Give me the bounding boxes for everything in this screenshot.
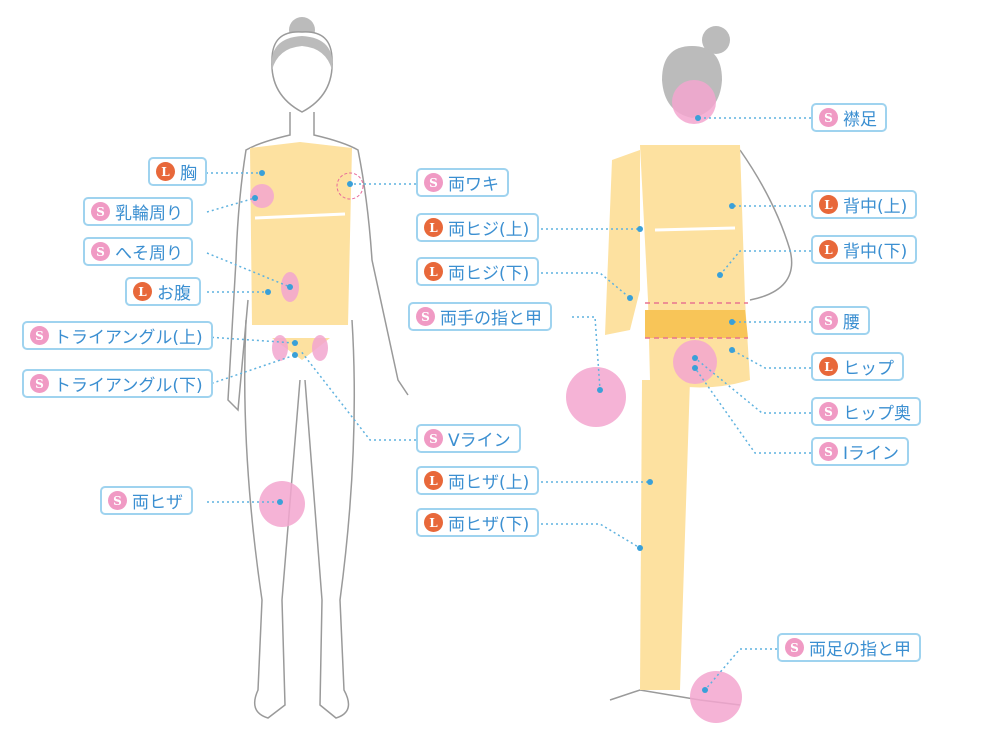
back-pink-spots bbox=[566, 80, 742, 723]
area-label[interactable]: S へそ周り bbox=[83, 237, 193, 266]
area-label-text: 両ヒザ(下) bbox=[448, 515, 530, 535]
size-badge-icon: S bbox=[785, 638, 804, 657]
area-label[interactable]: S Iライン bbox=[811, 437, 910, 466]
area-label-text: 背中(上) bbox=[843, 197, 908, 217]
size-badge-icon: L bbox=[819, 357, 838, 376]
size-badge-icon: L bbox=[156, 162, 175, 181]
size-badge-icon: L bbox=[424, 218, 443, 237]
size-badge-icon: S bbox=[819, 402, 838, 421]
area-label-text: お腹 bbox=[157, 284, 191, 304]
area-label[interactable]: S 襟足 bbox=[811, 103, 887, 132]
area-label[interactable]: L お腹 bbox=[125, 277, 201, 306]
area-label-text: 両ヒザ bbox=[132, 493, 183, 513]
area-label-text: 乳輪周り bbox=[115, 204, 183, 224]
size-badge-icon: S bbox=[30, 374, 49, 393]
area-label-text: 両手の指と甲 bbox=[440, 309, 542, 329]
size-badge-icon: S bbox=[819, 311, 838, 330]
size-badge-icon: L bbox=[424, 262, 443, 281]
size-badge-icon: L bbox=[819, 195, 838, 214]
area-label[interactable]: L ヒップ bbox=[811, 352, 904, 381]
area-label-text: ヒップ奥 bbox=[843, 404, 911, 424]
size-badge-icon: S bbox=[30, 326, 49, 345]
area-label[interactable]: L 背中(下) bbox=[811, 235, 918, 264]
size-badge-icon: S bbox=[91, 242, 110, 261]
size-badge-icon: S bbox=[424, 173, 443, 192]
area-label-text: Vライン bbox=[448, 431, 511, 451]
area-label-text: 背中(下) bbox=[843, 242, 908, 262]
area-label-text: へそ周り bbox=[115, 244, 183, 264]
front-torso-area bbox=[250, 142, 352, 325]
area-label-text: 両ヒザ(上) bbox=[448, 473, 530, 493]
area-label-text: 腰 bbox=[843, 313, 860, 333]
area-label-text: Iライン bbox=[843, 444, 900, 464]
area-label[interactable]: S 乳輪周り bbox=[83, 197, 193, 226]
size-badge-icon: S bbox=[819, 108, 838, 127]
size-badge-icon: L bbox=[819, 240, 838, 259]
size-badge-icon: S bbox=[819, 442, 838, 461]
area-label-text: 両足の指と甲 bbox=[809, 640, 911, 660]
size-badge-icon: L bbox=[424, 513, 443, 532]
area-label[interactable]: L 両ヒザ(下) bbox=[416, 508, 540, 537]
area-label[interactable]: S ヒップ奥 bbox=[811, 397, 921, 426]
area-label[interactable]: S 両ヒザ bbox=[100, 486, 193, 515]
area-label[interactable]: L 両ヒジ(下) bbox=[416, 257, 540, 286]
area-label[interactable]: S トライアングル(下) bbox=[22, 369, 213, 398]
size-badge-icon: S bbox=[416, 307, 435, 326]
area-label-text: ヒップ bbox=[843, 359, 894, 379]
area-label-text: 襟足 bbox=[843, 110, 877, 130]
area-label-text: 両ヒジ(上) bbox=[448, 220, 530, 240]
size-badge-icon: L bbox=[133, 282, 152, 301]
location-dots bbox=[252, 115, 735, 693]
area-label[interactable]: S 両ワキ bbox=[416, 168, 509, 197]
area-label[interactable]: L 両ヒザ(上) bbox=[416, 466, 540, 495]
area-label-text: 胸 bbox=[180, 164, 197, 184]
area-label-text: 両ヒジ(下) bbox=[448, 264, 530, 284]
area-label[interactable]: S 両手の指と甲 bbox=[408, 302, 552, 331]
area-label[interactable]: S Vライン bbox=[416, 424, 521, 453]
area-label[interactable]: S トライアングル(上) bbox=[22, 321, 213, 350]
area-label-text: 両ワキ bbox=[448, 175, 499, 195]
area-label-text: トライアングル(上) bbox=[54, 328, 203, 348]
area-label-text: トライアングル(下) bbox=[54, 376, 203, 396]
area-label[interactable]: L 背中(上) bbox=[811, 190, 918, 219]
size-badge-icon: S bbox=[91, 202, 110, 221]
size-badge-icon: L bbox=[424, 471, 443, 490]
size-badge-icon: S bbox=[424, 429, 443, 448]
size-badge-icon: S bbox=[108, 491, 127, 510]
area-label[interactable]: S 両足の指と甲 bbox=[777, 633, 921, 662]
front-figure bbox=[227, 17, 409, 719]
area-label[interactable]: L 両ヒジ(上) bbox=[416, 213, 540, 242]
